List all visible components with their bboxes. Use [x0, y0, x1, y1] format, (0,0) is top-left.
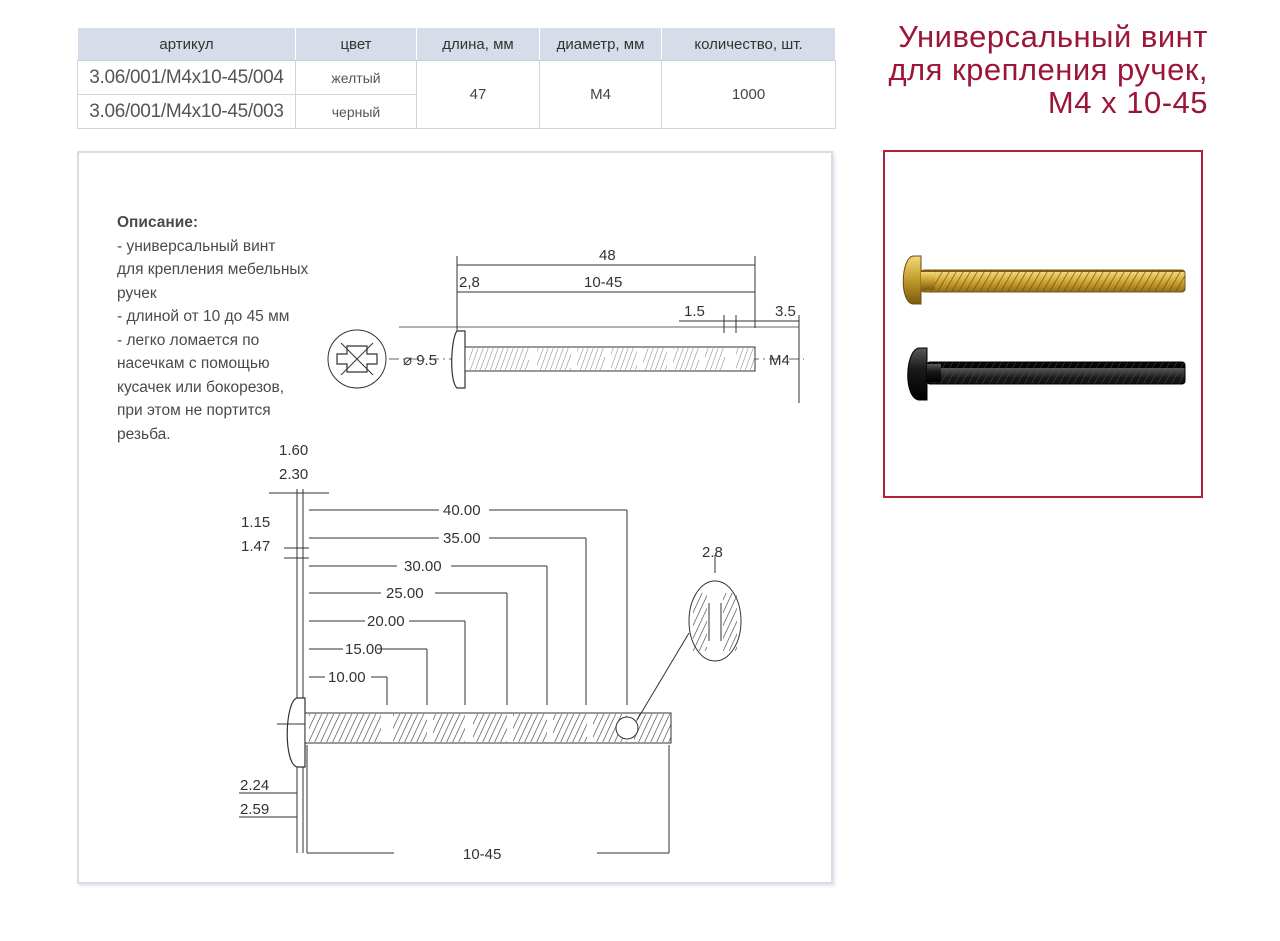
title-line-3: М4 х 10-45	[1047, 85, 1208, 120]
header-length: длина, мм	[416, 27, 540, 61]
thread-detail-icon	[688, 580, 742, 662]
dim-head-1: 1.60	[279, 442, 308, 459]
dim-head-offset: 2,8	[459, 274, 480, 291]
article-cell: 3.06/001/M4x10-45/004	[77, 60, 296, 95]
description-line: - легко ломается по	[117, 331, 260, 349]
head-end-view-icon	[327, 329, 387, 389]
quantity-cell: 1000	[661, 60, 836, 129]
description-line: - универсальный винт	[117, 237, 276, 255]
dim-head-diameter: ⌀ 9.5	[403, 352, 437, 369]
dim-range: 10-45	[463, 846, 501, 863]
header-color: цвет	[295, 27, 417, 61]
product-title: Универсальный винт для крепления ручек, …	[888, 20, 1208, 119]
header-article: артикул	[77, 27, 296, 61]
dim-head-3: 1.15	[241, 514, 270, 531]
title-line-2: для крепления ручек,	[888, 52, 1208, 87]
break-point-35: 35.00	[443, 530, 481, 547]
technical-drawing: 48 2,8 10-45 1.5 3.5 ⌀ 9.5 M4	[239, 247, 804, 863]
description-line: при этом не портится	[117, 402, 271, 419]
description-heading: Описание:	[117, 214, 199, 231]
bottom-drawing	[239, 489, 742, 854]
black-screw-icon	[907, 347, 1186, 401]
spec-table: артикул цвет длина, мм диаметр, мм колич…	[77, 27, 836, 129]
table-row: 3.06/001/M4x10-45/003 черный	[77, 94, 836, 129]
color-cell: черный	[295, 94, 417, 129]
dim-detail: 2.8	[702, 544, 723, 561]
diameter-cell: М4	[539, 60, 662, 129]
header-diameter: диаметр, мм	[539, 27, 662, 61]
brass-screw-icon	[902, 255, 1186, 305]
product-photo	[883, 150, 1203, 498]
description-line: ручек	[117, 284, 157, 302]
color-cell: желтый	[295, 60, 417, 95]
description-block: Описание: - универсальный винт для крепл…	[117, 211, 317, 446]
dim-thread: M4	[769, 352, 790, 369]
dim-head-2: 2.30	[279, 466, 308, 483]
dim-lower-1: 2.24	[240, 777, 269, 794]
dim-overall: 48	[599, 247, 616, 264]
description-line: резьба.	[117, 425, 171, 443]
break-point-20: 20.00	[367, 613, 405, 630]
dim-tip-length: 3.5	[775, 303, 796, 320]
table-row: 3.06/001/M4x10-45/004 желтый 47 М4 1000	[77, 60, 836, 129]
header-quantity: количество, шт.	[661, 27, 836, 61]
length-cell: 47	[416, 60, 540, 129]
top-drawing	[327, 256, 804, 403]
table-header-row: артикул цвет длина, мм диаметр, мм колич…	[77, 27, 836, 61]
dim-head-4: 1.47	[241, 538, 270, 555]
description-line: для крепления мебельных	[117, 261, 309, 278]
break-point-30: 30.00	[404, 558, 442, 575]
break-point-15: 15.00	[345, 641, 383, 658]
break-point-10: 10.00	[328, 669, 366, 686]
description-line: кусачек или бокорезов,	[117, 378, 285, 396]
screws-photo	[902, 255, 1186, 401]
description-line: насечкам с помощью	[117, 355, 270, 372]
dim-thread-range: 10-45	[584, 274, 622, 291]
dim-lower-2: 2.59	[240, 801, 269, 818]
break-point-25: 25.00	[386, 585, 424, 602]
dim-notch-width: 1.5	[684, 303, 705, 320]
article-cell: 3.06/001/M4x10-45/003	[77, 94, 296, 129]
description-line: - длиной от 10 до 45 мм	[117, 308, 290, 325]
technical-drawing-panel: 48 2,8 10-45 1.5 3.5 ⌀ 9.5 M4	[77, 151, 833, 884]
title-line-1: Универсальный винт	[898, 19, 1208, 54]
break-point-40: 40.00	[443, 502, 481, 519]
